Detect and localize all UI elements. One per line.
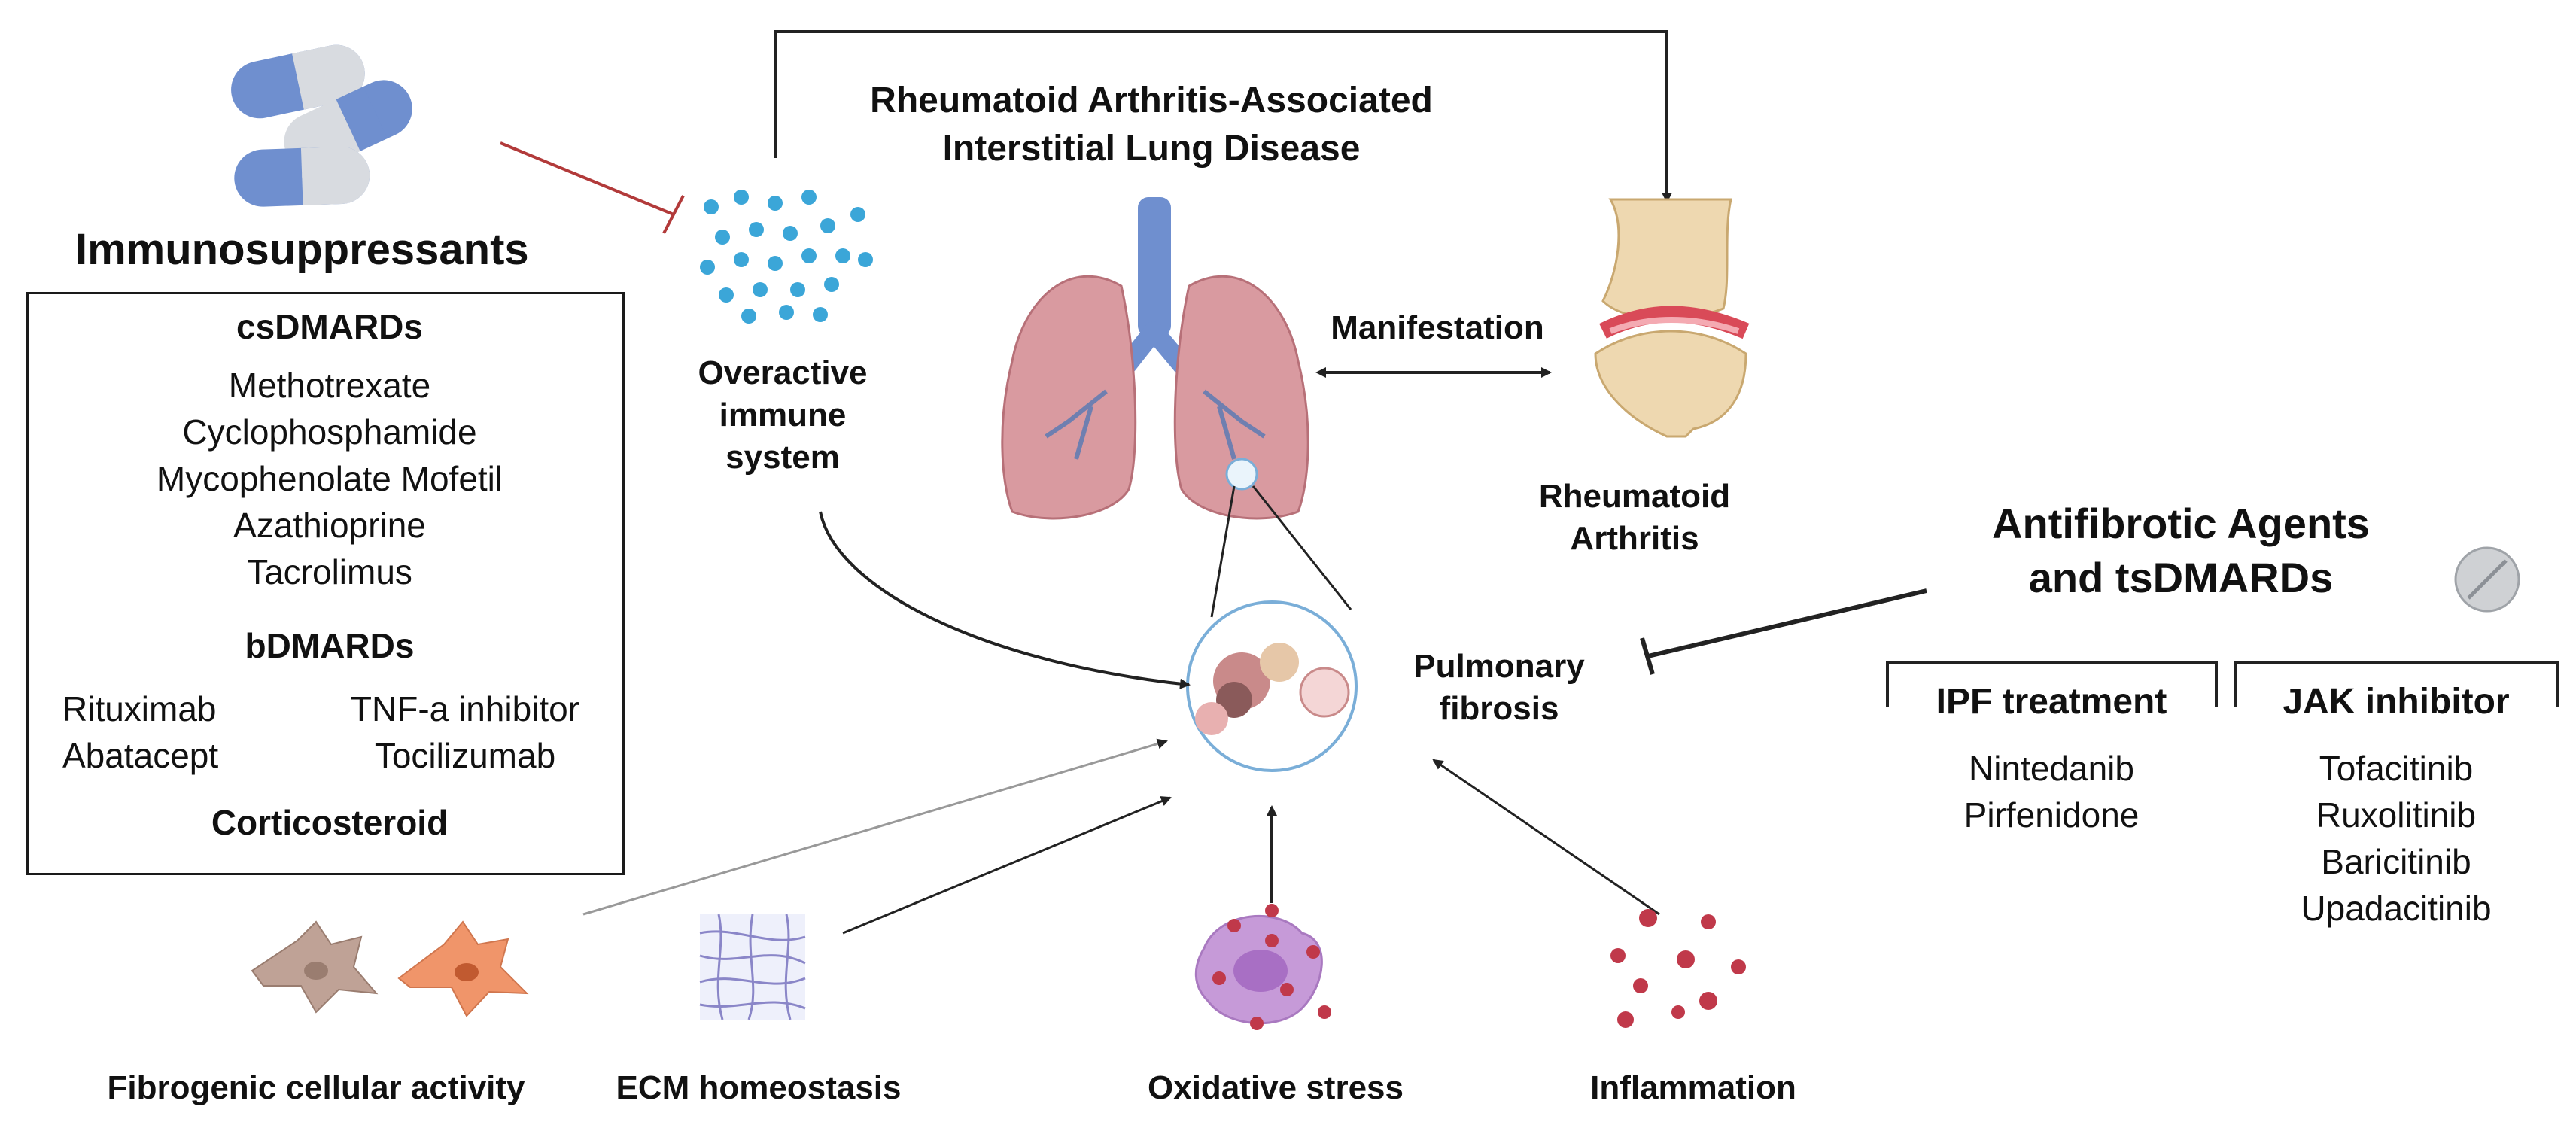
list-item: Ruxolitinib <box>2316 795 2477 835</box>
list-item: Abatacept <box>62 736 219 775</box>
ipf-treatment-heading: IPF treatment <box>1936 682 2167 722</box>
csdmards-heading: csDMARDs <box>236 307 423 346</box>
list-item: Mycophenolate Mofetil <box>156 459 503 498</box>
rheumatoid-arthritis-label: Rheumatoid Arthritis <box>1538 478 1731 557</box>
ecm-label: ECM homeostasis <box>616 1069 902 1106</box>
list-item: Pirfenidone <box>1963 795 2140 835</box>
manifestation-label: Manifestation <box>1331 309 1544 346</box>
inhibition-line-antifibrotic <box>1640 588 1927 675</box>
ecm-mesh-icon <box>699 914 806 1020</box>
immunosuppressants-heading: Immunosuppressants <box>75 225 529 274</box>
bdmards-left-list: Rituximab Abatacept <box>62 686 218 779</box>
list-item: Baricitinib <box>2321 842 2471 881</box>
list-item: Methotrexate <box>228 366 431 405</box>
tablet-pill-icon <box>2454 546 2520 613</box>
inhibition-line-immuno <box>500 141 685 234</box>
bdmards-right-list: TNF-a inhibitor Tocilizumab <box>351 686 579 779</box>
capsule-pills-icon <box>231 44 412 207</box>
immunosuppressant-drug-box: csDMARDs Methotrexate Cyclophosphamide M… <box>26 292 625 875</box>
pulmonary-fibrosis-label: Pulmonary fibrosis <box>1413 648 1585 727</box>
immune-cells-icon <box>700 190 873 324</box>
overactive-immune-label: Overactive immune system <box>698 354 868 476</box>
jak-inhibitor-list: Tofacitinib Ruxolitinib Baricitinib Upad… <box>2301 745 2491 932</box>
immune-to-fibrosis-arrow <box>819 511 1191 689</box>
title-line-2: Interstitial Lung Disease <box>942 129 1361 169</box>
ipf-treatment-list: Nintedanib Pirfenidone <box>1964 745 2140 838</box>
list-item: Tocilizumab <box>374 736 556 775</box>
list-item: TNF-a inhibitor <box>350 689 580 728</box>
inflammation-particles-icon <box>1610 909 1746 1028</box>
list-item: Azathioprine <box>233 506 426 545</box>
inflammation-label: Inflammation <box>1590 1069 1796 1106</box>
oxidative-stress-label: Oxidative stress <box>1148 1069 1404 1106</box>
top-connector-arrow <box>774 30 1672 203</box>
fibroblast-cells-icon <box>251 920 529 1017</box>
list-item: Upadacitinib <box>2301 889 2492 928</box>
bdmards-heading: bDMARDs <box>245 626 415 665</box>
alveoli-zoom-icon <box>1186 600 1358 772</box>
antifibrotic-heading: Antifibrotic Agents and tsDMARDs <box>1992 500 2370 601</box>
lungs-icon <box>1001 197 1309 520</box>
jak-inhibitor-heading: JAK inhibitor <box>2283 682 2510 722</box>
csdmards-list: Methotrexate Cyclophosphamide Mycophenol… <box>157 362 503 595</box>
list-item: Rituximab <box>62 689 217 728</box>
corticosteroid-label: Corticosteroid <box>211 803 449 842</box>
list-item: Tacrolimus <box>247 552 412 591</box>
fibrogenic-label: Fibrogenic cellular activity <box>107 1069 525 1106</box>
knee-joint-icon <box>1594 198 1750 438</box>
title-line-1: Rheumatoid Arthritis-Associated <box>870 81 1433 120</box>
oxidative-stress-icon <box>1194 904 1331 1030</box>
list-item: Tofacitinib <box>2319 749 2474 788</box>
list-item: Nintedanib <box>1969 749 2134 788</box>
diagram-title: Rheumatoid Arthritis-Associated Intersti… <box>870 77 1433 173</box>
list-item: Cyclophosphamide <box>182 412 477 452</box>
